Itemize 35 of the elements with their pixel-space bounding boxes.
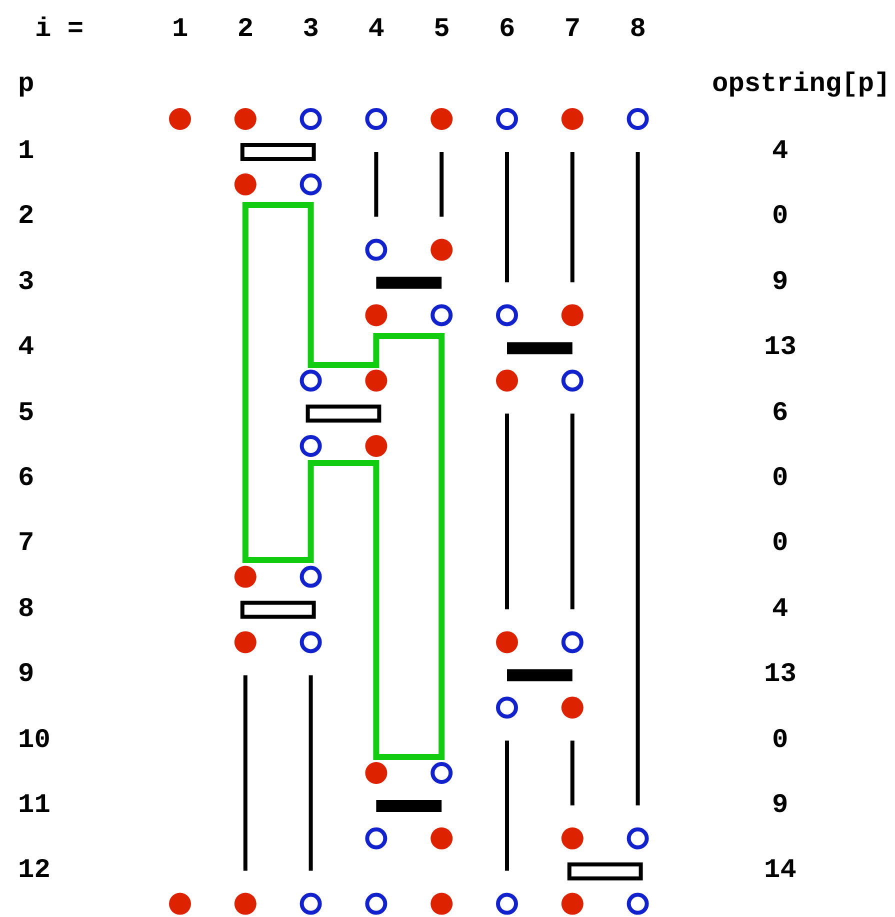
row-index-label: 7 (18, 529, 34, 560)
column-index-label: 2 (237, 15, 254, 45)
operator-code-value: 13 (764, 660, 796, 690)
row-index-label: 5 (18, 398, 34, 429)
row-index-label: 2 (18, 202, 34, 232)
column-index-label: 5 (434, 15, 450, 45)
column-index-label: 6 (499, 15, 516, 45)
operator-code-value: 4 (772, 594, 788, 625)
column-index-label: 7 (564, 15, 581, 45)
row-index-label: 10 (18, 726, 50, 756)
row-index-label: 8 (18, 594, 34, 625)
axis-label: opstring[p] (712, 70, 890, 100)
operator-code-value: 0 (772, 464, 788, 494)
row-index-label: 1 (18, 137, 34, 167)
operator-code-value: 9 (772, 268, 788, 298)
column-index-label: 3 (302, 15, 319, 45)
row-index-label: 3 (18, 268, 34, 298)
column-index-label: 1 (172, 15, 188, 45)
row-index-label: 11 (18, 791, 50, 821)
row-index-label: 4 (18, 333, 34, 364)
row-index-label: 9 (18, 660, 34, 690)
row-index-label: 6 (18, 464, 34, 494)
operator-code-value: 4 (772, 137, 788, 167)
column-index-label: 4 (368, 15, 384, 45)
operator-code-value: 0 (772, 529, 788, 560)
operator-code-value: 6 (772, 398, 788, 429)
axis-label: i = (35, 15, 84, 45)
column-index-label: 8 (630, 15, 646, 45)
operator-code-value: 13 (764, 333, 796, 364)
operator-code-value: 0 (772, 726, 788, 756)
operator-code-value: 14 (764, 856, 796, 886)
row-index-label: 12 (18, 856, 50, 886)
axis-label: p (18, 70, 34, 100)
operator-code-value: 0 (772, 202, 788, 232)
operator-code-value: 9 (772, 791, 788, 821)
